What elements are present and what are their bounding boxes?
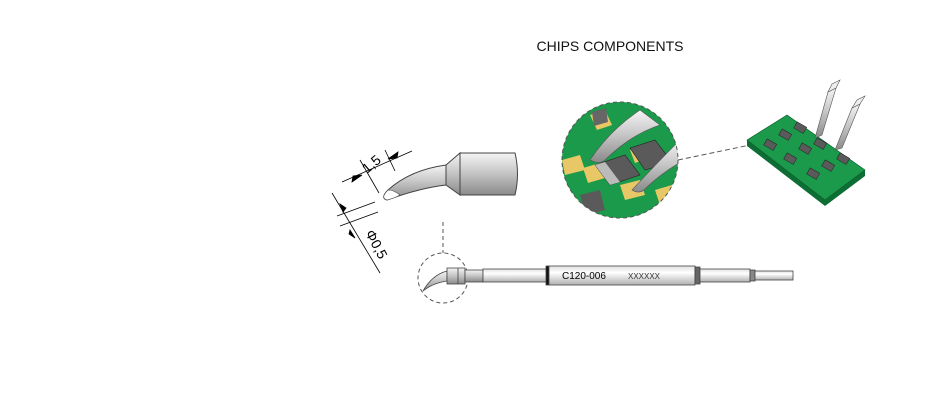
magnified-view xyxy=(562,102,678,218)
diagram-title: CHIPS COMPONENTS xyxy=(536,38,684,54)
pcb-board xyxy=(746,79,866,206)
dimension-length xyxy=(341,149,413,194)
tip-model-label: C120-006 xyxy=(562,271,606,282)
magnify-leader-line xyxy=(677,144,751,161)
soldering-tip xyxy=(422,265,794,292)
dimension-diameter xyxy=(331,192,381,274)
enlarged-tip xyxy=(383,151,518,201)
tip-serial-label: XXXXXX xyxy=(628,272,661,281)
diameter-label: Φ0,5 xyxy=(362,227,391,262)
